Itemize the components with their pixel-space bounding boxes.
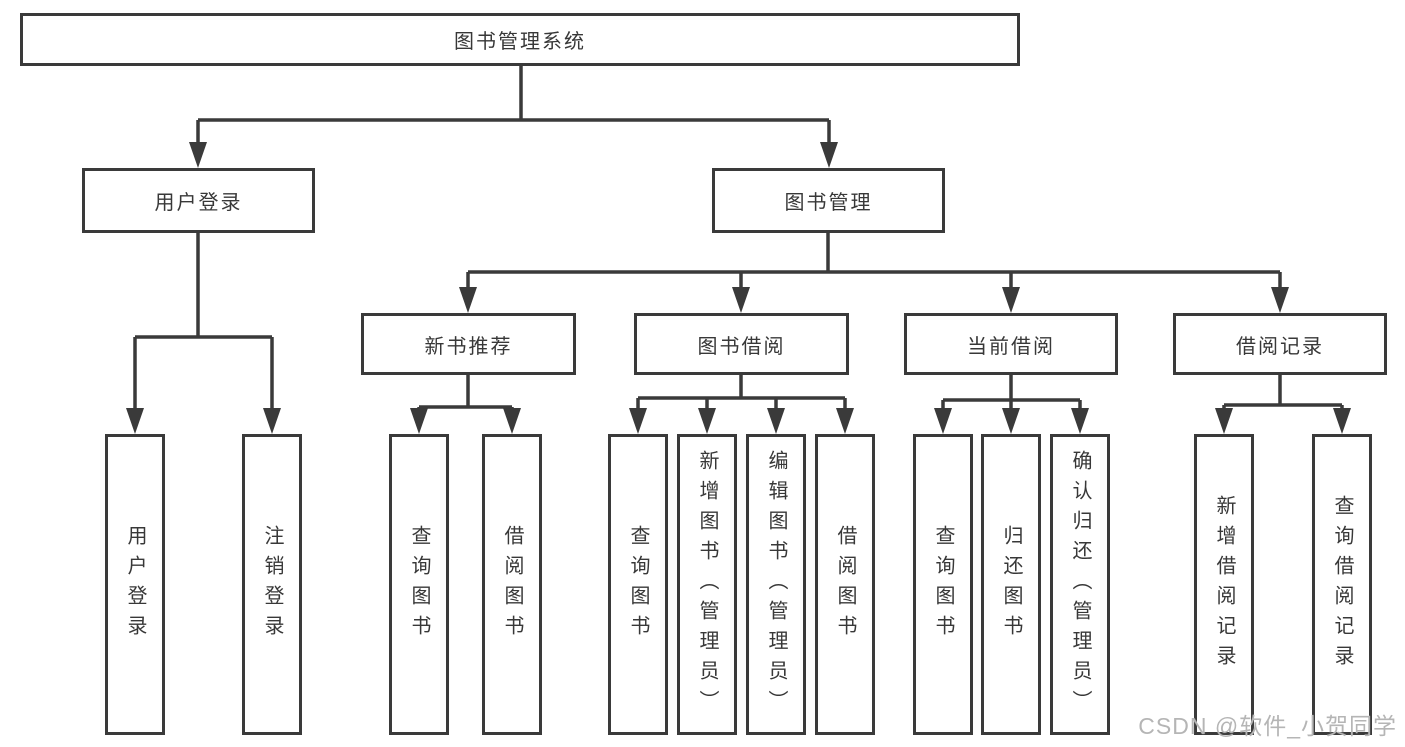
leaf-logout: 注销登录 bbox=[242, 434, 302, 735]
node-book-management: 图书管理 bbox=[712, 168, 945, 233]
leaf-add-borrow-record: 新增借阅记录 bbox=[1194, 434, 1254, 735]
node-label: 新书推荐 bbox=[424, 335, 513, 358]
leaf-query-books: 查询图书 bbox=[913, 434, 973, 735]
leaf-return-books: 归还图书 bbox=[981, 434, 1041, 735]
node-current-borrowing: 当前借阅 bbox=[904, 313, 1118, 375]
node-borrowing-records: 借阅记录 bbox=[1173, 313, 1387, 375]
csdn-watermark: CSDN @软件_小贺同学 bbox=[1138, 713, 1397, 739]
leaf-query-borrow-record: 查询借阅记录 bbox=[1312, 434, 1372, 735]
leaf-label: 借阅图书 bbox=[834, 524, 856, 645]
leaf-borrow-books: 借阅图书 bbox=[815, 434, 875, 735]
leaf-query-books: 查询图书 bbox=[389, 434, 449, 735]
node-label: 当前借阅 bbox=[967, 335, 1055, 358]
leaf-user-login: 用户登录 bbox=[105, 434, 165, 735]
node-label: 图书管理系统 bbox=[454, 31, 586, 53]
leaf-confirm-return-admin: 确认归还（管理员） bbox=[1050, 434, 1110, 735]
node-book-borrowing: 图书借阅 bbox=[634, 313, 849, 375]
leaf-label: 查询图书 bbox=[627, 524, 649, 645]
leaf-label: 编辑图书（管理员） bbox=[765, 449, 787, 720]
leaf-label: 借阅图书 bbox=[501, 524, 523, 645]
node-user-login: 用户登录 bbox=[82, 168, 315, 233]
arrowheads bbox=[126, 142, 1351, 434]
leaf-label: 查询图书 bbox=[932, 524, 954, 645]
leaf-label: 查询图书 bbox=[408, 524, 430, 645]
leaf-label: 注销登录 bbox=[261, 524, 283, 645]
node-label: 图书借阅 bbox=[697, 335, 786, 358]
leaf-label: 新增借阅记录 bbox=[1213, 494, 1235, 675]
node-label: 用户登录 bbox=[154, 192, 243, 214]
leaf-borrow-books: 借阅图书 bbox=[482, 434, 542, 735]
leaf-query-books: 查询图书 bbox=[608, 434, 668, 735]
node-label: 图书管理 bbox=[784, 192, 873, 214]
node-new-book-recommendation: 新书推荐 bbox=[361, 313, 576, 375]
leaf-label: 确认归还（管理员） bbox=[1069, 449, 1091, 720]
node-library-management-system: 图书管理系统 bbox=[20, 13, 1020, 66]
leaf-label: 归还图书 bbox=[1000, 524, 1022, 645]
leaf-label: 查询借阅记录 bbox=[1331, 494, 1353, 675]
leaf-add-books-admin: 新增图书（管理员） bbox=[677, 434, 737, 735]
node-label: 借阅记录 bbox=[1236, 335, 1324, 358]
leaf-edit-books-admin: 编辑图书（管理员） bbox=[746, 434, 806, 735]
leaf-label: 新增图书（管理员） bbox=[696, 449, 718, 720]
leaf-label: 用户登录 bbox=[124, 524, 146, 645]
